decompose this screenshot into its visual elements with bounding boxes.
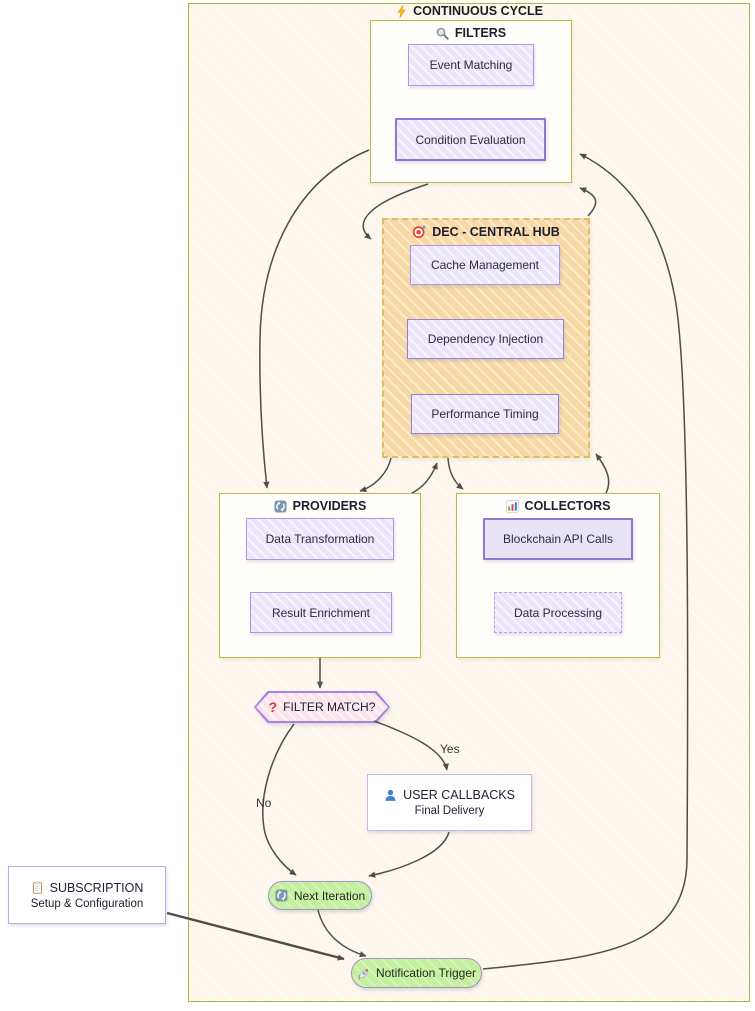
group-filters-title: FILTERS: [371, 26, 571, 40]
group-central-hub-title: DEC - CENTRAL HUB: [384, 225, 588, 239]
rocket-icon: [357, 967, 370, 980]
group-filters-title-text: FILTERS: [454, 26, 507, 40]
next-iteration-label: Next Iteration: [293, 888, 366, 903]
lightning-icon: [395, 4, 408, 18]
node-next-iteration: Next Iteration: [268, 881, 372, 910]
node-filter-match: ? FILTER MATCH?: [254, 691, 390, 723]
user-callbacks-title: USER CALLBACKS: [403, 788, 515, 802]
node-subscription: SUBSCRIPTION Setup & Configuration: [8, 866, 166, 924]
question-mark-icon: ?: [268, 699, 278, 715]
group-collectors-title: COLLECTORS: [457, 499, 659, 513]
group-central-hub-title-text: DEC - CENTRAL HUB: [432, 225, 560, 239]
diagram-title-text: CONTINUOUS CYCLE: [413, 4, 543, 18]
node-data-processing: Data Processing: [494, 592, 622, 633]
group-collectors-title-text: COLLECTORS: [524, 499, 611, 513]
diagram-title: CONTINUOUS CYCLE: [188, 4, 750, 18]
edge-label-yes: Yes: [440, 742, 460, 756]
group-providers-title: PROVIDERS: [220, 499, 420, 513]
target-icon: [412, 225, 426, 239]
node-event-matching: Event Matching: [408, 44, 534, 86]
person-icon: [384, 789, 397, 802]
edge-label-no: No: [256, 796, 272, 810]
node-performance-timing: Performance Timing: [411, 394, 559, 434]
group-providers-title-text: PROVIDERS: [292, 499, 367, 513]
cycle-arrows-icon: [274, 499, 287, 513]
bar-chart-icon: [505, 499, 519, 513]
node-blockchain-api-calls: Blockchain API Calls: [483, 518, 633, 560]
clipboard-icon: [31, 881, 44, 894]
node-cache-management: Cache Management: [410, 245, 560, 285]
node-dependency-injection: Dependency Injection: [407, 319, 564, 359]
magnifier-icon: [436, 27, 449, 40]
filter-match-label: FILTER MATCH?: [283, 700, 376, 714]
subscription-title: SUBSCRIPTION: [49, 880, 144, 895]
node-notification-trigger: Notification Trigger: [351, 958, 482, 988]
node-data-transformation: Data Transformation: [246, 518, 394, 560]
node-condition-evaluation: Condition Evaluation: [395, 118, 546, 161]
node-result-enrichment: Result Enrichment: [250, 592, 392, 633]
cycle-arrows-icon: [275, 889, 288, 902]
user-callbacks-subtitle: Final Delivery: [414, 805, 485, 817]
node-user-callbacks: USER CALLBACKS Final Delivery: [367, 774, 532, 831]
subscription-subtitle: Setup & Configuration: [30, 897, 144, 910]
notification-trigger-label: Notification Trigger: [375, 966, 477, 980]
